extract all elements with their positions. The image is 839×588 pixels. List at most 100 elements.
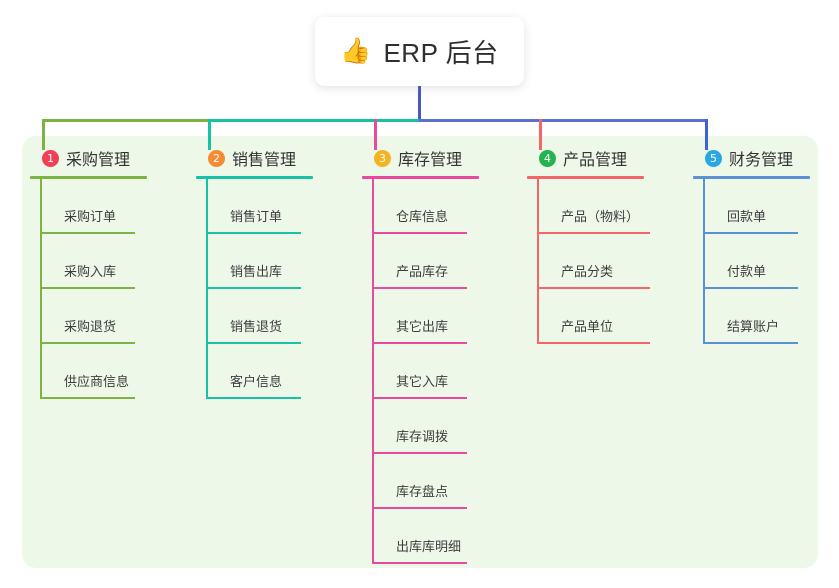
column-4: 4 产品管理产品（物料） 产品分类产品单位 [527,146,682,344]
leaf-rule [703,232,798,234]
leaf-rule [537,342,650,344]
connector-drop-5 [705,119,708,150]
column-badge-3: 3 [374,149,391,167]
leaf-rule [40,232,135,234]
leaf-item[interactable]: 产品（物料） [537,179,682,234]
connector-bar-left [42,119,208,122]
leaf-rule [537,232,650,234]
connector-bar-mid [208,119,419,122]
leaf-label: 其它出库 [396,319,449,334]
column-badge-2: 2 [208,149,225,167]
leaf-item[interactable]: 库存调拨 [372,399,517,454]
column-2: 2 销售管理销售订单销售出库销售退货客户信息 [196,146,351,399]
column-spine-5 [703,179,705,344]
column-badge-4: 4 [539,149,556,167]
leaf-item[interactable]: 产品库存 [372,234,517,289]
leaf-label: 客户信息 [230,374,283,389]
leaf-rule [372,397,467,399]
column-header-2[interactable]: 2 销售管理 [196,146,351,170]
connector-drop-1 [42,119,45,150]
column-branch-4: 产品（物料） 产品分类产品单位 [537,179,682,344]
column-title-1: 采购管理 [66,152,131,169]
leaf-rule [703,287,798,289]
leaf-item[interactable]: 销售退货 [206,289,351,344]
leaf-rule [372,452,467,454]
connector-drop-2 [208,119,211,150]
connector-drop-3 [374,119,377,150]
leaf-rule [372,232,467,234]
leaf-rule [537,287,650,289]
leaf-item[interactable]: 其它出库 [372,289,517,344]
column-rule-5 [693,176,810,179]
leaf-label: 产品（物料） [561,209,640,224]
column-badge-5: 5 [705,149,722,167]
leaf-label: 库存调拨 [396,429,449,444]
column-title-2: 销售管理 [232,152,297,169]
leaf-label: 采购订单 [64,209,117,224]
leaf-label: 其它入库 [396,374,449,389]
leaf-label: 产品单位 [561,319,614,334]
connector-bar-right [419,119,708,122]
leaf-label: 产品库存 [396,264,449,279]
leaf-item[interactable]: 销售出库 [206,234,351,289]
column-rule-4 [527,176,644,179]
leaf-rule [206,287,301,289]
leaf-item[interactable]: 采购订单 [40,179,185,234]
leaf-label: 库存盘点 [396,484,449,499]
leaf-rule [40,342,135,344]
leaf-rule [40,397,135,399]
column-header-4[interactable]: 4 产品管理 [527,146,682,170]
connector-drop-4 [539,119,542,150]
column-title-3: 库存管理 [398,152,463,169]
column-branch-1: 采购订单采购入库采购退货供应商信息 [40,179,185,399]
leaf-label: 供应商信息 [64,374,130,389]
leaf-rule [206,342,301,344]
leaf-rule [206,232,301,234]
leaf-item[interactable]: 库存盘点 [372,454,517,509]
leaf-item[interactable]: 销售订单 [206,179,351,234]
leaf-rule [372,287,467,289]
leaf-item[interactable]: 采购退货 [40,289,185,344]
column-title-4: 产品管理 [563,152,628,169]
connector-root-stem [418,86,421,122]
thumbs-up-icon: 👍 [340,37,372,65]
column-header-1[interactable]: 1 采购管理 [30,146,185,170]
leaf-item[interactable]: 回款单 [703,179,838,234]
column-1: 1 采购管理采购订单采购入库采购退货供应商信息 [30,146,185,399]
column-rule-2 [196,176,313,179]
column-rule-1 [30,176,147,179]
leaf-item[interactable]: 付款单 [703,234,838,289]
leaf-rule [703,342,798,344]
column-branch-3: 仓库信息产品库存其它出库其它入库库存调拨库存盘点出库库明细 [372,179,517,564]
column-branch-2: 销售订单销售出库销售退货客户信息 [206,179,351,399]
root-node[interactable]: 👍 ERP 后台 [315,17,524,86]
column-3: 3 库存管理仓库信息产品库存其它出库其它入库库存调拨库存盘点出库库明细 [362,146,517,564]
column-spine-3 [372,179,374,564]
leaf-label: 仓库信息 [396,209,449,224]
leaf-label: 采购入库 [64,264,117,279]
leaf-label: 结算账户 [727,319,780,334]
leaf-item[interactable]: 仓库信息 [372,179,517,234]
leaf-label: 采购退货 [64,319,117,334]
leaf-item[interactable]: 产品单位 [537,289,682,344]
leaf-rule [372,562,467,564]
leaf-item[interactable]: 产品分类 [537,234,682,289]
leaf-item[interactable]: 其它入库 [372,344,517,399]
leaf-label: 付款单 [727,264,767,279]
leaf-label: 销售订单 [230,209,283,224]
columns-panel [22,136,818,568]
leaf-item[interactable]: 结算账户 [703,289,838,344]
leaf-item[interactable]: 客户信息 [206,344,351,399]
column-spine-4 [537,179,539,344]
leaf-item[interactable]: 采购入库 [40,234,185,289]
column-header-3[interactable]: 3 库存管理 [362,146,517,170]
leaf-rule [40,287,135,289]
leaf-item[interactable]: 出库库明细 [372,509,517,564]
leaf-item[interactable]: 供应商信息 [40,344,185,399]
column-badge-1: 1 [42,149,59,167]
leaf-label: 回款单 [727,209,767,224]
leaf-rule [372,507,467,509]
leaf-label: 销售出库 [230,264,283,279]
